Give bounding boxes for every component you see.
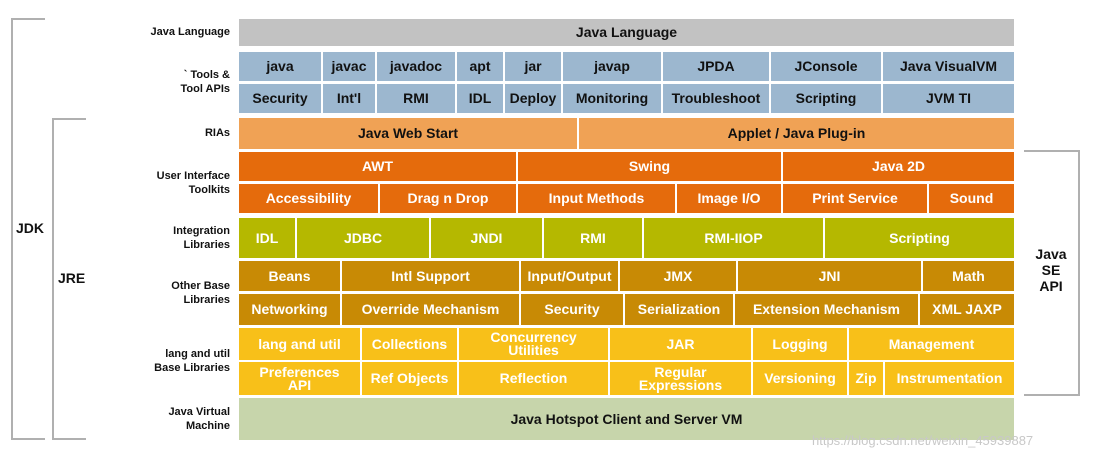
- block-lang-row2-preferences-api: Preferences API: [238, 361, 361, 396]
- block-tools-row1-apt: apt: [456, 51, 504, 82]
- block-other-row2-xml-jaxp: XML JAXP: [919, 293, 1015, 326]
- block-other-row1-jmx: JMX: [619, 260, 737, 292]
- block-ui-row1-swing: Swing: [517, 151, 782, 182]
- block-other-row2-override-mechanism: Override Mechanism: [341, 293, 520, 326]
- block-ui-row2-drag-n-drop: Drag n Drop: [379, 183, 517, 214]
- block-ui-row2-image-i-o: Image I/O: [676, 183, 782, 214]
- block-integration-idl: IDL: [238, 217, 296, 259]
- block-lang-row1-lang-and-util: lang and util: [238, 327, 361, 361]
- block-other-row1-beans: Beans: [238, 260, 341, 292]
- block-tools-row1-java-visualvm: Java VisualVM: [882, 51, 1015, 82]
- block-tools-row1-javac: javac: [322, 51, 376, 82]
- block-lang-row1-jar: JAR: [609, 327, 752, 361]
- block-lang-row2-versioning: Versioning: [752, 361, 848, 396]
- block-other-row1-math: Math: [922, 260, 1015, 292]
- block-ui-row1-awt: AWT: [238, 151, 517, 182]
- block-tools-row1-javap: javap: [562, 51, 662, 82]
- block-other-row2-serialization: Serialization: [624, 293, 734, 326]
- block-integration-rmi: RMI: [543, 217, 643, 259]
- block-ui-row2-input-methods: Input Methods: [517, 183, 676, 214]
- jdk-bracket: [11, 18, 45, 440]
- watermark: https://blog.csdn.net/weixin_45939887: [812, 433, 1034, 448]
- row-label-rias: RIAs: [204, 127, 230, 139]
- block-tools-row2-security: Security: [238, 83, 322, 114]
- block-tools-row1-java: java: [238, 51, 322, 82]
- block-rias-java-web-start: Java Web Start: [238, 117, 578, 150]
- block-tools-row2-idl: IDL: [456, 83, 504, 114]
- java-se-api-label: Java SE API: [1035, 246, 1067, 294]
- block-lang-row2-instrumentation: Instrumentation: [884, 361, 1015, 396]
- block-integration-jdbc: JDBC: [296, 217, 430, 259]
- block-tools-row1-jpda: JPDA: [662, 51, 770, 82]
- block-tools-row2-jvm-ti: JVM TI: [882, 83, 1015, 114]
- block-rias-applet-java-plug-in: Applet / Java Plug-in: [578, 117, 1015, 150]
- block-lang-row1-concurrency-utilities: Concurrency Utilities: [458, 327, 609, 361]
- jre-label: JRE: [58, 270, 86, 286]
- block-integration-jndi: JNDI: [430, 217, 543, 259]
- row-label-tools: ` Tools & Tool APIs: [180, 69, 231, 95]
- block-jvm-java-hotspot-client-and-server-vm: Java Hotspot Client and Server VM: [238, 397, 1015, 441]
- block-other-row2-networking: Networking: [238, 293, 341, 326]
- block-integration-scripting: Scripting: [824, 217, 1015, 259]
- row-label-ui-toolkits: User Interface Toolkits: [156, 170, 230, 196]
- jdk-label: JDK: [16, 220, 45, 236]
- block-ui-row2-print-service: Print Service: [782, 183, 928, 214]
- block-lang-row1-logging: Logging: [752, 327, 848, 361]
- block-lang-row2-ref-objects: Ref Objects: [361, 361, 458, 396]
- block-other-row2-security: Security: [520, 293, 624, 326]
- block-tools-row2-rmi: RMI: [376, 83, 456, 114]
- block-lang-row2-zip: Zip: [848, 361, 884, 396]
- block-other-row1-intl-support: Intl Support: [341, 260, 520, 292]
- block-other-row1-input-output: Input/Output: [520, 260, 619, 292]
- block-tools-row2-deploy: Deploy: [504, 83, 562, 114]
- block-other-row2-extension-mechanism: Extension Mechanism: [734, 293, 919, 326]
- block-tools-row2-int-l: Int'l: [322, 83, 376, 114]
- block-lang-row2-reflection: Reflection: [458, 361, 609, 396]
- block-tools-row2-troubleshoot: Troubleshoot: [662, 83, 770, 114]
- block-other-row1-jni: JNI: [737, 260, 922, 292]
- row-label-other-base: Other Base Libraries: [171, 280, 230, 306]
- block-tools-row2-monitoring: Monitoring: [562, 83, 662, 114]
- block-integration-rmi-iiop: RMI-IIOP: [643, 217, 824, 259]
- row-label-java-language: Java Language: [150, 26, 230, 38]
- row-label-lang-util: lang and util Base Libraries: [154, 348, 230, 374]
- block-ui-row1-java-2d: Java 2D: [782, 151, 1015, 182]
- block-tools-row2-scripting: Scripting: [770, 83, 882, 114]
- row-label-jvm: Java Virtual Machine: [168, 406, 230, 432]
- java-se-api-bracket: [1024, 150, 1080, 396]
- jre-bracket: [52, 118, 86, 440]
- block-ui-row2-sound: Sound: [928, 183, 1015, 214]
- block-lang-row2-regular-expressions: Regular Expressions: [609, 361, 752, 396]
- row-label-integration: Integration Libraries: [173, 225, 230, 251]
- block-ui-row2-accessibility: Accessibility: [238, 183, 379, 214]
- block-tools-row1-jar: jar: [504, 51, 562, 82]
- block-tools-row1-jconsole: JConsole: [770, 51, 882, 82]
- block-java-language-java-language: Java Language: [238, 18, 1015, 47]
- block-tools-row1-javadoc: javadoc: [376, 51, 456, 82]
- block-lang-row1-collections: Collections: [361, 327, 458, 361]
- block-lang-row1-management: Management: [848, 327, 1015, 361]
